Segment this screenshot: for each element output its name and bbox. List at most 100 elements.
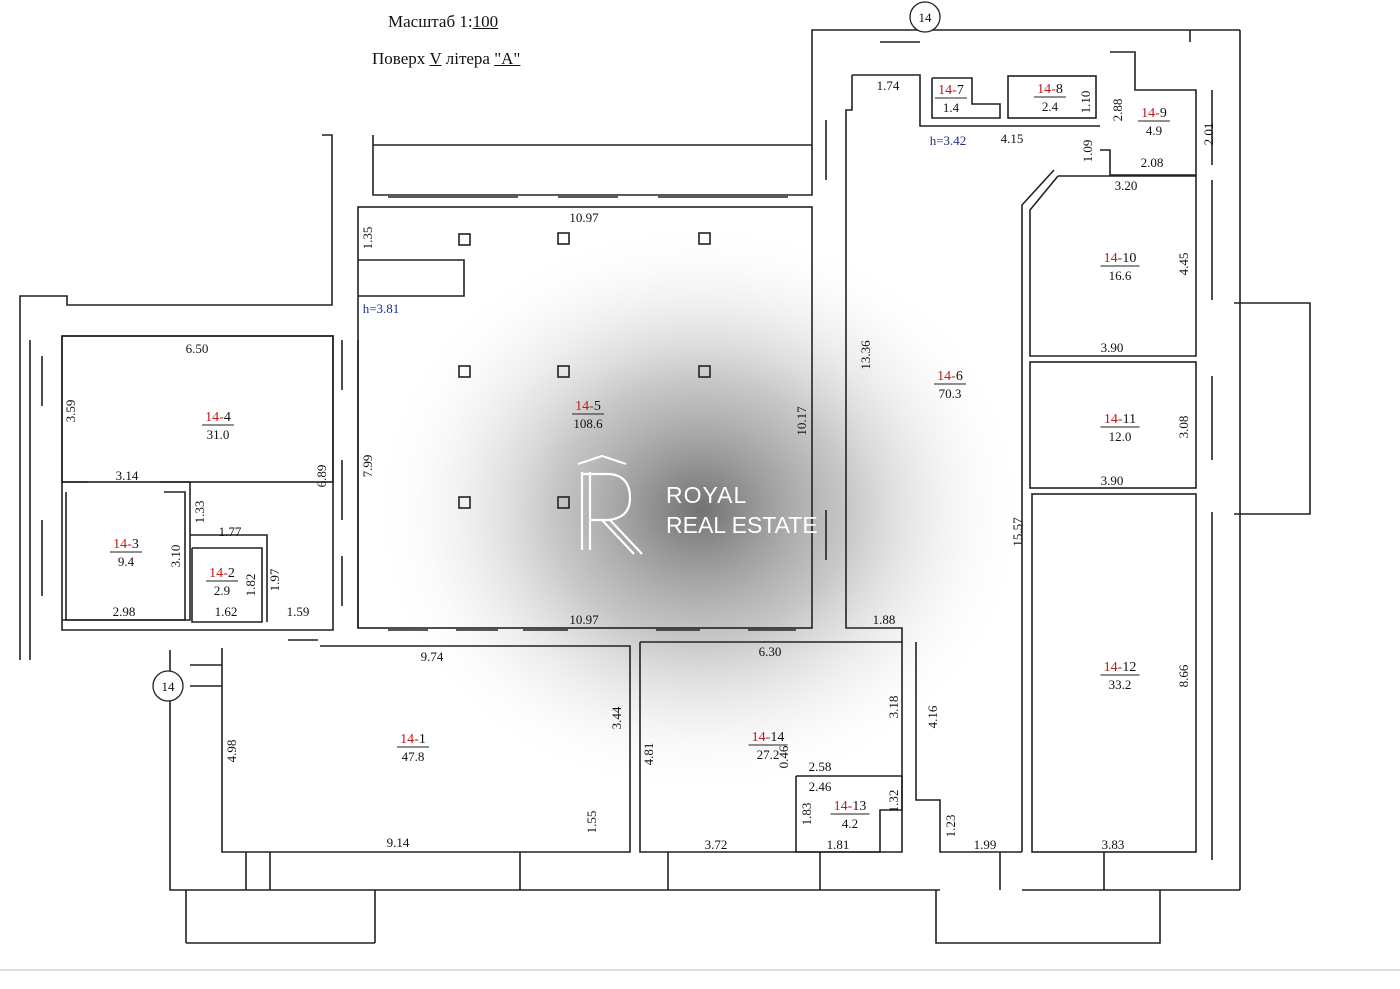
scale-value: 100 xyxy=(472,12,499,31)
dimension-label: 3.59 xyxy=(63,400,78,423)
room-area: 4.9 xyxy=(1146,123,1162,138)
dimension-label: 1.32 xyxy=(886,790,901,813)
room-number: 14-2 xyxy=(209,566,235,581)
room-area: 33.2 xyxy=(1109,677,1132,692)
room-number: 14-1 xyxy=(400,732,426,747)
floor-value: V xyxy=(429,49,442,68)
room-number: 14-10 xyxy=(1104,251,1137,266)
room-label: 14-14 27.2 xyxy=(748,730,788,762)
room-label: 14-9 4.9 xyxy=(1138,106,1170,138)
dimension-label: 9.14 xyxy=(387,835,410,850)
dimension-label: 7.99 xyxy=(360,455,375,478)
room-label: 14-10 16.6 xyxy=(1100,251,1140,283)
height-labels: h=3.81 h=3.42 xyxy=(363,133,967,316)
dimension-label: 1.35 xyxy=(360,227,375,250)
dimension-label: 2.46 xyxy=(809,779,832,794)
svg-text:14: 14 xyxy=(919,10,933,25)
dimension-label: 2.58 xyxy=(809,759,832,774)
room-area: 70.3 xyxy=(939,386,962,401)
svg-text:14: 14 xyxy=(162,679,176,694)
dimension-label: 1.77 xyxy=(219,524,242,539)
room-label: 14-3 9.4 xyxy=(110,537,142,569)
room-area: 4.2 xyxy=(842,816,858,831)
dimension-label: 3.10 xyxy=(168,545,183,568)
dimension-label: 6.50 xyxy=(186,341,209,356)
room-number: 14-3 xyxy=(113,537,139,552)
room-number: 14-14 xyxy=(752,730,785,745)
dimension-label: 3.18 xyxy=(886,696,901,719)
watermark: ROYAL REAL ESTATE xyxy=(568,454,838,564)
axis-marker-top: 14 xyxy=(909,1,941,33)
dimension-label: 9.74 xyxy=(421,649,444,664)
dimension-label: 4.16 xyxy=(925,705,940,728)
plan-header: Масштаб 1:100 Поверх V літера "А" xyxy=(0,0,1400,80)
dimension-label: 10.97 xyxy=(569,210,599,225)
ceiling-height-label: h=3.42 xyxy=(930,133,967,148)
dimension-label: 1.74 xyxy=(877,78,900,93)
room-number: 14-4 xyxy=(205,410,231,425)
room-number: 14-9 xyxy=(1141,106,1167,121)
room-number: 14-11 xyxy=(1104,412,1136,427)
dimension-label: 1.59 xyxy=(287,604,310,619)
dimension-label: 1.33 xyxy=(192,501,207,524)
dimension-label: 2.98 xyxy=(113,604,136,619)
royal-monogram-icon xyxy=(577,454,643,555)
dimension-label: 1.81 xyxy=(827,837,850,852)
watermark-line2: REAL ESTATE xyxy=(666,512,818,538)
room-area: 9.4 xyxy=(118,554,135,569)
dimension-label: 3.44 xyxy=(609,706,624,729)
ceiling-height-label: h=3.81 xyxy=(363,301,400,316)
room-area: 27.2 xyxy=(757,747,780,762)
dimension-label: 1.55 xyxy=(584,811,599,834)
walls xyxy=(0,29,1400,971)
room-area: 2.9 xyxy=(214,583,230,598)
dimension-label: 10.97 xyxy=(569,612,599,627)
dimension-label: 3.90 xyxy=(1101,340,1124,355)
room-label: 14-8 2.4 xyxy=(1034,82,1066,114)
dimension-label: 1.82 xyxy=(243,574,258,597)
dimension-label: 1.97 xyxy=(267,568,282,591)
room-area: 1.4 xyxy=(943,100,960,115)
room-label: 14-670.3 xyxy=(934,369,966,401)
axis-marker-left: 14 xyxy=(152,670,184,702)
room-area: 16.6 xyxy=(1109,268,1132,283)
dimension-label: 0.46 xyxy=(776,745,791,768)
dimension-label: 4.45 xyxy=(1176,253,1191,276)
room-number: 14-12 xyxy=(1104,660,1137,675)
dimension-label: 3.08 xyxy=(1176,416,1191,439)
dimension-label: 1.83 xyxy=(799,803,814,826)
room-number: 14-13 xyxy=(834,799,867,814)
room-area: 2.4 xyxy=(1042,99,1059,114)
room-label: 14-13 4.2 xyxy=(830,799,870,831)
room-area: 31.0 xyxy=(207,427,230,442)
dimension-label: 2.01 xyxy=(1201,123,1216,146)
room-label: 14-12 33.2 xyxy=(1100,660,1140,692)
letter-value: "А" xyxy=(494,49,521,68)
room-area: 108.6 xyxy=(573,416,603,431)
watermark-haze xyxy=(370,220,1030,800)
dimension-label: 1.62 xyxy=(215,604,238,619)
dimension-label: 1.88 xyxy=(873,612,896,627)
dimension-label: 1.09 xyxy=(1080,140,1095,163)
watermark-line1: ROYAL xyxy=(666,482,748,508)
dimension-label: 6.89 xyxy=(314,465,329,488)
dimension-label: 2.08 xyxy=(1141,155,1164,170)
dimension-label: 3.14 xyxy=(116,468,139,483)
room-number: 14-5 xyxy=(575,399,601,414)
dimension-label: 3.20 xyxy=(1115,178,1138,193)
dimension-label: 6.30 xyxy=(759,644,782,659)
dimension-label: 13.36 xyxy=(858,340,873,370)
room-area: 47.8 xyxy=(402,749,425,764)
dimension-label: 3.72 xyxy=(705,837,728,852)
dimension-label: 3.90 xyxy=(1101,473,1124,488)
dimension-label: 10.17 xyxy=(794,406,809,436)
dimension-label: 15.57 xyxy=(1010,517,1025,547)
room-label: 14-4 31.0 xyxy=(202,410,234,442)
room-number: 14-8 xyxy=(1037,82,1063,97)
floor-label: Поверх V літера "А" xyxy=(372,49,521,68)
room-label: 14-5 108.6 xyxy=(572,399,604,431)
dimension-label: 1.23 xyxy=(943,815,958,838)
room-label: 14-71.4 xyxy=(935,83,967,115)
